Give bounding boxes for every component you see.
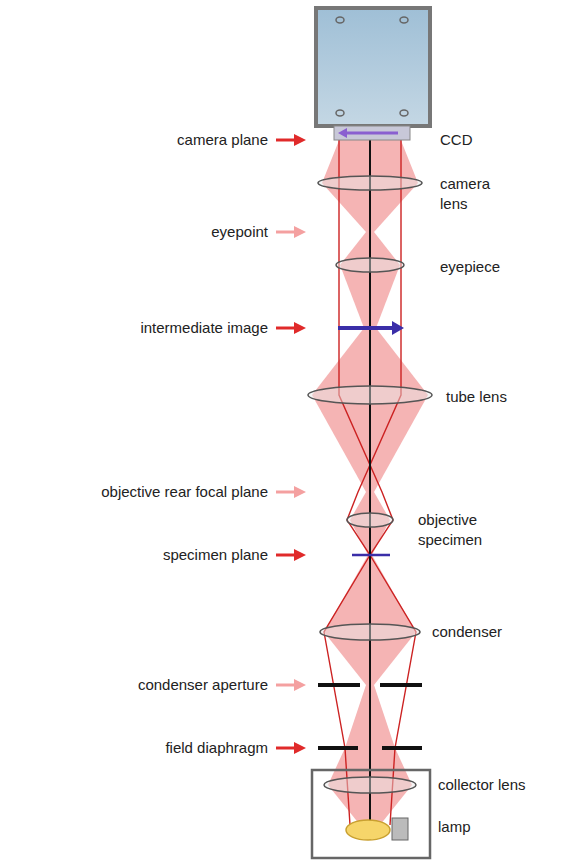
lamp-bulb (346, 820, 390, 840)
camera-body (316, 8, 430, 126)
plane-label: specimen plane (163, 545, 268, 565)
specimen-slide (352, 554, 390, 557)
component-label: camera lens (440, 174, 502, 214)
plane-pointer-arrow (276, 134, 306, 754)
component-label: eyepiece (440, 257, 500, 277)
plane-label: camera plane (177, 130, 268, 150)
component-label: condenser (432, 622, 502, 642)
lamp-socket (392, 818, 408, 840)
aperture-blade (318, 685, 422, 748)
component-label: lamp (438, 817, 471, 837)
plane-label: objective rear focal plane (101, 482, 268, 502)
intermediate-image-arrow (392, 321, 404, 335)
plane-label: intermediate image (140, 318, 268, 338)
component-label: tube lens (446, 387, 507, 407)
component-label: collector lens (438, 775, 526, 795)
plane-label: condenser aperture (138, 675, 268, 695)
intermediate-image-arrow (338, 326, 394, 330)
component-label: objective (418, 510, 477, 530)
plane-label: eyepoint (211, 222, 268, 242)
component-label: specimen (418, 530, 482, 550)
lens (308, 176, 432, 793)
ccd-image-arrow (338, 128, 347, 138)
plane-label: field diaphragm (165, 738, 268, 758)
lamp-housing (312, 770, 430, 858)
camera-screw (336, 17, 408, 116)
optical-axis (369, 138, 371, 840)
ccd-chip (334, 126, 410, 140)
ccd-image-arrow (345, 132, 398, 135)
component-label: CCD (440, 130, 473, 150)
